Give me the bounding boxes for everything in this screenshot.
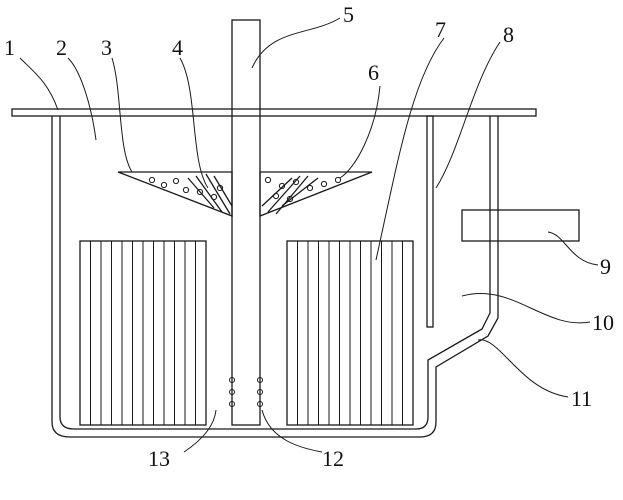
cone-hole <box>306 184 314 192</box>
left-distributor-cone <box>117 171 233 217</box>
central-shaft <box>231 19 261 426</box>
label-2: 2 <box>56 35 67 60</box>
shaft-hole <box>229 389 235 395</box>
cone-hole <box>210 193 218 201</box>
cone-hole <box>264 176 272 184</box>
cone-hole <box>148 176 156 184</box>
cone-hole <box>216 184 224 192</box>
label-12: 12 <box>322 446 344 471</box>
cone-hole <box>196 188 204 196</box>
label-9: 9 <box>600 254 611 279</box>
leader-lines <box>19 17 599 453</box>
cone-hole <box>320 180 328 188</box>
label-3: 3 <box>101 35 112 60</box>
left-filter-lines <box>90 241 196 425</box>
shaft-hole <box>257 401 263 407</box>
cone-hole <box>182 186 190 194</box>
label-10: 10 <box>592 310 614 335</box>
outlet-pipe <box>461 209 580 242</box>
spray-slat <box>267 175 301 213</box>
label-4: 4 <box>172 35 183 60</box>
cone-hole <box>272 192 280 200</box>
spray-slat <box>213 175 233 207</box>
right-distributor-cone <box>259 171 373 217</box>
spray-slat <box>195 175 223 213</box>
cone-holes <box>148 176 342 203</box>
spray-slat <box>187 177 215 209</box>
cone-hole <box>286 195 294 203</box>
shaft-hole <box>229 377 235 383</box>
label-11: 11 <box>571 386 592 411</box>
inner-tank-wall <box>59 116 491 430</box>
shaft-bottom-holes <box>229 377 263 407</box>
label-6: 6 <box>368 60 379 85</box>
spray-slat <box>275 175 309 215</box>
label-13: 13 <box>148 446 170 471</box>
cone-hole <box>160 181 168 189</box>
cone-hole <box>334 176 342 184</box>
baffle-plate <box>426 115 434 328</box>
label-1: 1 <box>4 35 15 60</box>
spray-slats <box>187 173 319 215</box>
spray-slat <box>205 173 231 215</box>
spray-slat <box>261 177 293 207</box>
cone-hole <box>172 177 180 185</box>
cone-hole <box>278 182 286 190</box>
outer-tank-wall <box>51 116 499 438</box>
cone-hole <box>292 178 300 186</box>
top-lid-plate <box>11 108 537 117</box>
shaft-hole <box>229 401 235 407</box>
label-5: 5 <box>343 2 354 27</box>
shaft-hole <box>257 389 263 395</box>
right-filter-lines <box>297 241 403 425</box>
label-7: 7 <box>435 17 446 42</box>
label-8: 8 <box>503 22 514 47</box>
shaft-hole <box>257 377 263 383</box>
